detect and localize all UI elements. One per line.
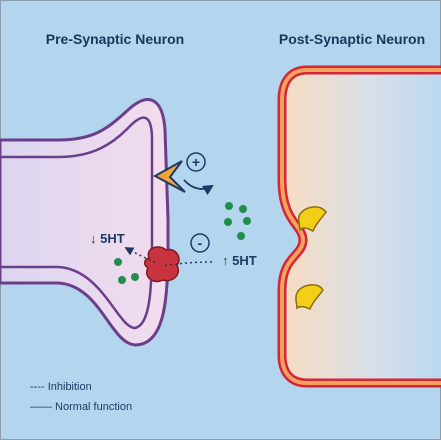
serotonin-molecule-icon bbox=[237, 232, 245, 240]
legend-inhibition: ---- Inhibition bbox=[30, 381, 92, 393]
serotonin-molecule-icon bbox=[243, 217, 251, 225]
serotonin-molecule-icon bbox=[118, 276, 126, 284]
down-5ht-label: ↓ 5HT bbox=[90, 231, 125, 246]
up-5ht-label: ↑ 5HT bbox=[222, 253, 257, 268]
serotonin-molecule-icon bbox=[225, 202, 233, 210]
pre-synaptic-title: Pre-Synaptic Neuron bbox=[46, 31, 184, 47]
transporter-icon bbox=[145, 247, 179, 281]
serotonin-molecule-icon bbox=[239, 205, 247, 213]
serotonin-molecule-icon bbox=[224, 218, 232, 226]
serotonin-molecule-icon bbox=[131, 273, 139, 281]
plus-label: + bbox=[192, 154, 200, 170]
serotonin-molecule-icon bbox=[114, 258, 122, 266]
minus-label: - bbox=[198, 235, 203, 251]
post-synaptic-title: Post-Synaptic Neuron bbox=[279, 31, 425, 47]
legend-normal-function: —— Normal function bbox=[30, 401, 132, 413]
